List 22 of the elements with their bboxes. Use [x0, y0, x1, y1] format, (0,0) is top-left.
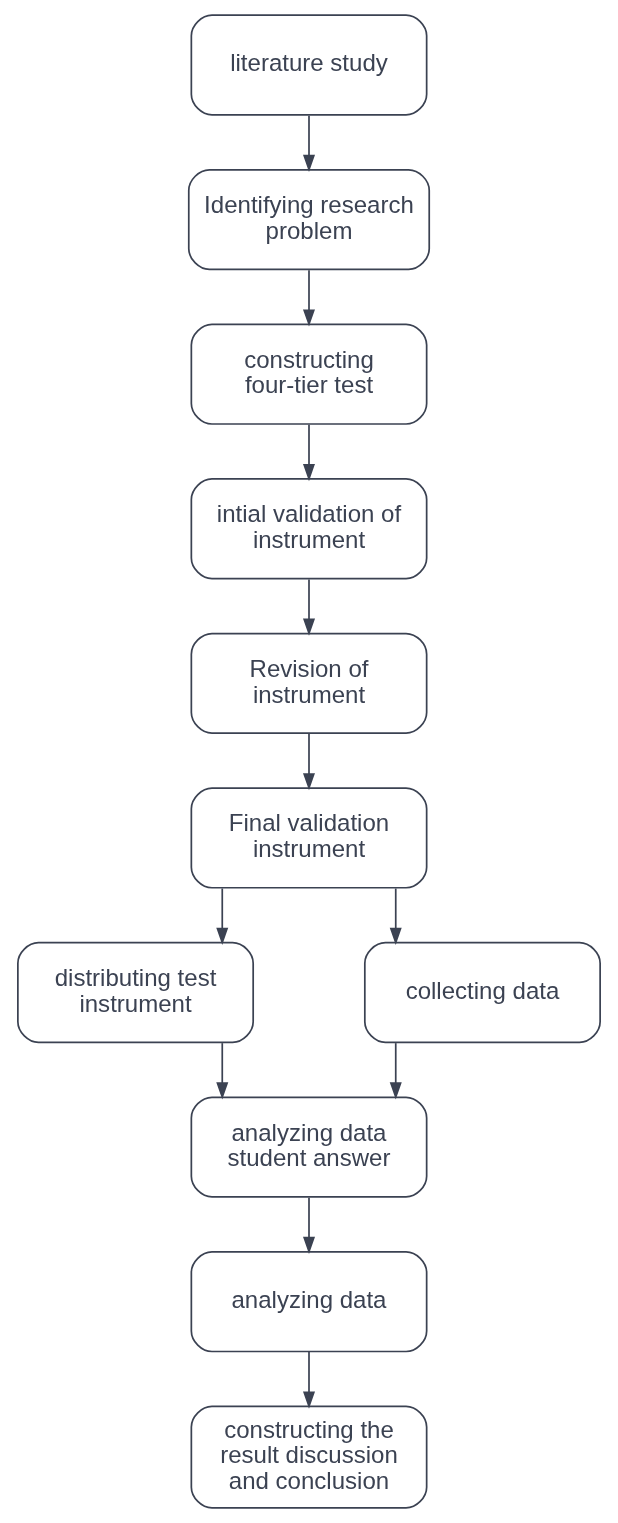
node-box: intial validation of instrument	[190, 478, 428, 580]
node-box: literature study	[190, 14, 428, 116]
node-box: Final validation instrument	[190, 787, 428, 889]
arrow	[302, 114, 316, 172]
node-box: Identifying research problem	[187, 168, 431, 271]
node-box: analyzing data	[190, 1251, 428, 1353]
node-box: distributing test instrument	[17, 941, 255, 1044]
arrow	[216, 887, 229, 945]
arrow	[389, 1042, 402, 1100]
arrow	[302, 733, 316, 791]
node-box: constructing the result discussion and conclusion	[190, 1405, 428, 1509]
node-box: Revision of instrument	[190, 632, 428, 734]
arrow	[302, 269, 316, 327]
node-box: constructing four-tier test	[190, 323, 428, 425]
arrow	[302, 578, 316, 636]
arrow	[302, 1350, 316, 1409]
node-box: collecting data	[363, 941, 601, 1044]
arrow	[302, 1196, 316, 1255]
arrow	[216, 1042, 229, 1100]
arrow	[302, 423, 316, 482]
node-box: analyzing data student answer	[190, 1096, 428, 1198]
arrow	[389, 887, 402, 945]
